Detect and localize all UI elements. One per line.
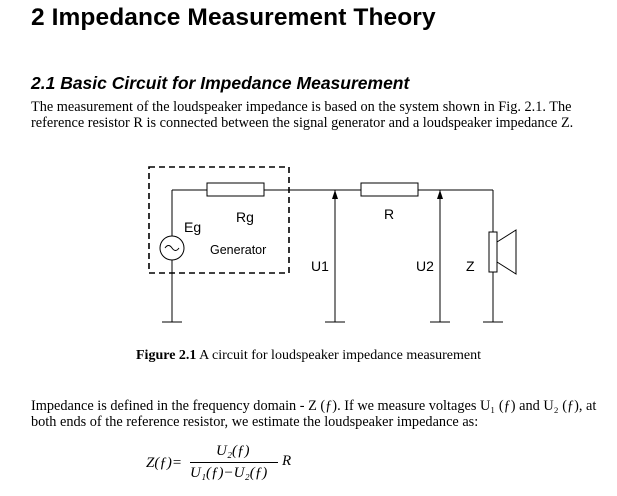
label-u1: U1	[311, 258, 329, 274]
formula-lhs: Z(ƒ)=	[146, 455, 182, 471]
ac-source-wave	[164, 245, 180, 251]
fraction-bar	[190, 462, 278, 463]
chapter-heading: 2 Impedance Measurement Theory	[31, 4, 436, 31]
intro-line-1: The measurement of the loudspeaker imped…	[31, 99, 572, 115]
label-rg: Rg	[236, 209, 254, 225]
junction-arrow-u1	[332, 190, 338, 199]
junction-arrow-u2	[437, 190, 443, 199]
section-heading: 2.1 Basic Circuit for Impedance Measurem…	[31, 73, 410, 93]
figure-caption: Figure 2.1 A circuit for loudspeaker imp…	[0, 348, 617, 364]
intro-line-2: reference resistor R is connected betwee…	[31, 115, 574, 131]
formula-denominator: U₁(ƒ)−U₂(ƒ)	[190, 465, 268, 481]
body-line-2: both ends of the reference resistor, we …	[31, 414, 479, 430]
body-paragraph: Impedance is defined in the frequency do…	[31, 398, 596, 430]
speaker-cone	[496, 229, 517, 275]
figure-caption-text: A circuit for loudspeaker impedance meas…	[199, 348, 481, 363]
figure-caption-label: Figure 2.1	[136, 348, 197, 363]
label-generator: Generator	[210, 243, 266, 257]
body-line-1: Impedance is defined in the frequency do…	[31, 398, 597, 414]
formula-numerator: U₂(ƒ)	[216, 443, 250, 459]
intro-paragraph: The measurement of the loudspeaker imped…	[31, 99, 573, 131]
label-z: Z	[466, 258, 475, 274]
formula-suffix: R	[282, 453, 292, 469]
generator-enclosure	[148, 166, 290, 274]
label-u2: U2	[416, 258, 434, 274]
label-eg: Eg	[184, 219, 201, 235]
label-r: R	[384, 206, 394, 222]
